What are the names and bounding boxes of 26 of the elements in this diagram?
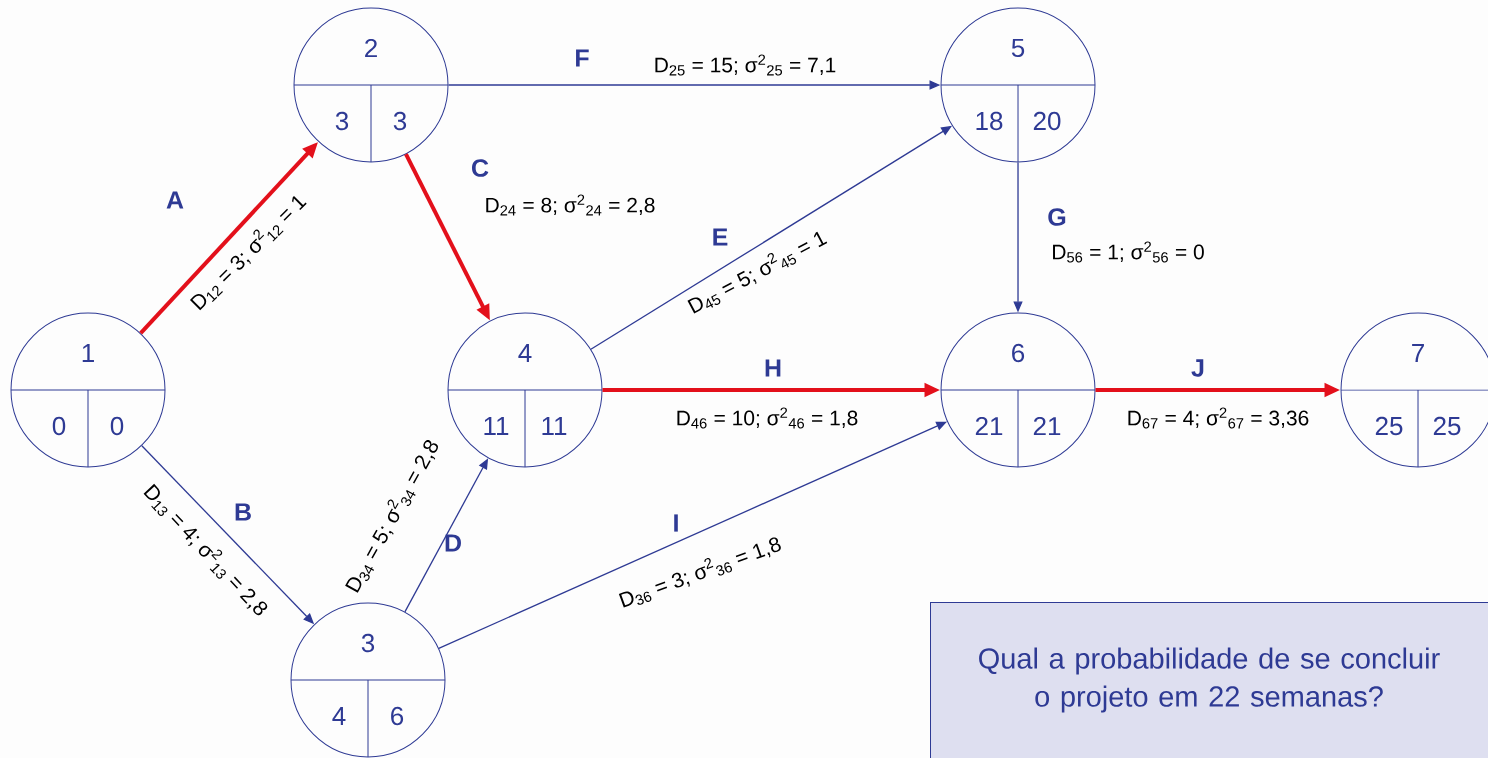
duration-label: D$_{25}$ = 15; σ$^{2}$$_{25}$ = 7,1 bbox=[655, 54, 836, 76]
duration-label: D$_{56}$ = 1; σ$^{2}$$_{56}$ = 0 bbox=[1053, 241, 1204, 263]
edge-label: G bbox=[1048, 208, 1066, 226]
duration-label: D$_{36}$ = 3; σ$^{2}$$_{36}$ = 1,8 bbox=[618, 537, 781, 608]
event-node: 6 21 21 bbox=[940, 312, 1096, 468]
edge-label: F bbox=[576, 49, 589, 67]
event-node: 4 11 11 bbox=[447, 312, 603, 468]
duration-label: D$_{12}$ = 3; σ$^{2}$$_{12}$ = 1 bbox=[189, 195, 307, 311]
duration-label: D$_{24}$ = 8; σ$^{2}$$_{24}$ = 2,8 bbox=[486, 194, 655, 216]
edge-label: E bbox=[713, 228, 728, 246]
edge-label: D bbox=[445, 534, 461, 552]
edge-label: I bbox=[674, 514, 678, 532]
edge-label: J bbox=[1191, 359, 1204, 377]
edge-label: A bbox=[166, 191, 184, 209]
event-node: 3 4 6 bbox=[290, 602, 446, 758]
question-box: Qual a probabilidade de se concluir o projeto em 22 semanas? bbox=[930, 602, 1488, 758]
event-node: 5 18 20 bbox=[940, 7, 1096, 163]
duration-label: D$_{46}$ = 10; σ$^{2}$$_{46}$ = 1,8 bbox=[677, 407, 858, 429]
edge-label: B bbox=[235, 503, 251, 521]
duration-label: D$_{34}$ = 5; σ$^{2}$$_{34}$ = 2,8 bbox=[345, 440, 438, 593]
duration-label: D$_{67}$ = 4; σ$^{2}$$_{67}$ = 3,36 bbox=[1128, 407, 1309, 429]
edge-label: H bbox=[765, 359, 781, 377]
event-node: 1 0 0 bbox=[10, 312, 166, 468]
edge-label: C bbox=[472, 159, 489, 177]
event-node: 7 25 25 bbox=[1340, 312, 1488, 468]
event-node: 2 3 3 bbox=[293, 7, 449, 163]
